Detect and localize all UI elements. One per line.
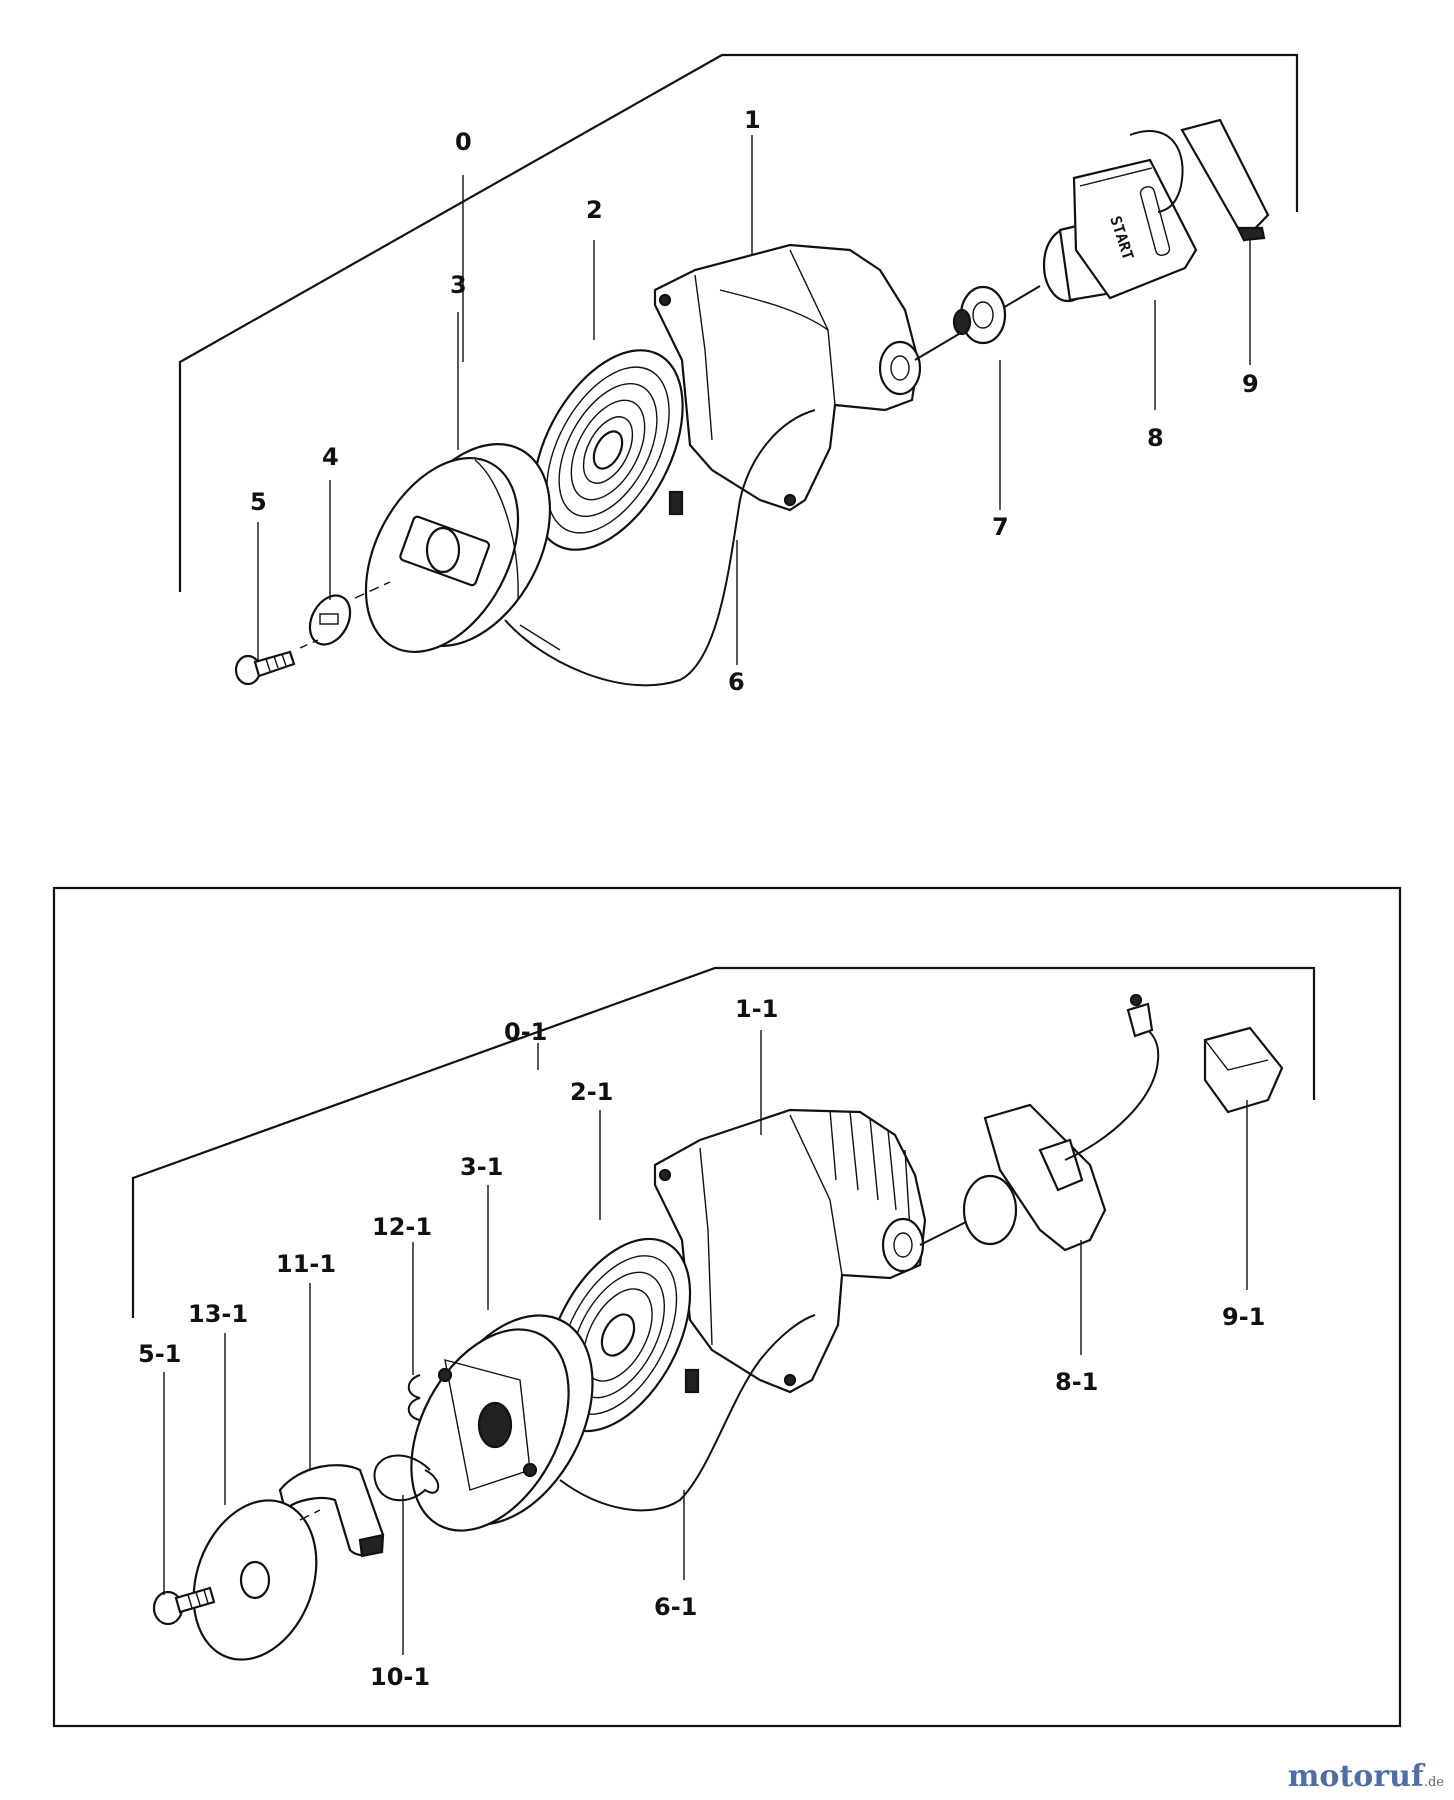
washer [308,594,352,646]
assembly-bracket-0 [178,53,1299,592]
label-3: 3 [450,271,467,299]
handle-cap-2 [1203,1026,1284,1114]
starter-handle-2 [919,993,1160,1252]
label-1-1: 1-1 [735,995,778,1023]
screw-2 [152,1509,321,1626]
rope-pulley [364,443,552,654]
starter-handle: START [1042,158,1198,303]
screw [234,581,391,686]
friction-plate [192,1499,318,1661]
starter-rope [504,409,816,687]
label-11-1: 11-1 [276,1250,336,1278]
label-2-1: 2-1 [570,1078,613,1106]
label-7: 7 [992,513,1009,541]
ratchet-pawl [278,1464,385,1558]
top-assembly: START 0 1 2 3 4 5 6 7 8 9 [178,53,1299,696]
label-4: 4 [322,443,339,471]
bottom-assembly: 0-1 1-1 2-1 3-1 12-1 11-1 13-1 5-1 10-1 … [52,886,1402,1728]
label-0-1: 0-1 [504,1018,547,1046]
label-10-1: 10-1 [370,1663,430,1691]
rewind-spring [532,349,684,551]
friction-spring [373,1454,440,1502]
assembly-bracket-0-1 [131,966,1316,1318]
label-12-1: 12-1 [372,1213,432,1241]
recoil-housing-finned [653,1108,927,1394]
rope-pulley-2 [410,1314,594,1532]
label-2: 2 [586,196,603,224]
label-1: 1 [744,106,761,134]
label-0: 0 [455,128,472,156]
watermark-logo: motoruf.de [1288,1759,1444,1794]
bottom-frame [52,886,1402,1728]
rope-guide [914,285,1041,361]
watermark-suffix: .de [1423,1775,1444,1790]
label-13-1: 13-1 [188,1300,248,1328]
label-5-1: 5-1 [138,1340,181,1368]
label-6-1: 6-1 [654,1593,697,1621]
label-6: 6 [728,668,745,696]
starter-rope-2 [559,1314,816,1512]
recoil-housing [653,243,922,512]
handle-cap [1129,118,1270,242]
label-9: 9 [1242,370,1259,398]
ratchet-spring [407,1374,421,1421]
watermark-brand: motoruf [1287,1759,1424,1794]
label-8: 8 [1147,424,1164,452]
label-5: 5 [250,488,267,516]
label-3-1: 3-1 [460,1153,503,1181]
label-9-1: 9-1 [1222,1303,1265,1331]
label-8-1: 8-1 [1055,1368,1098,1396]
